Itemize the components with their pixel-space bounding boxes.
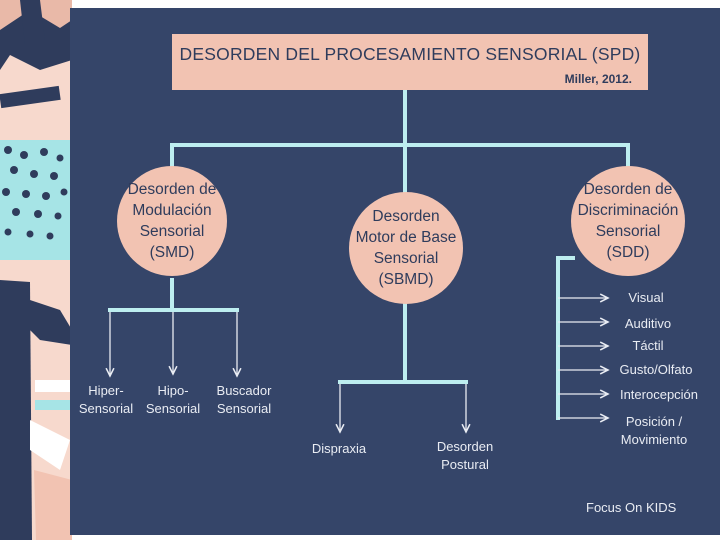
- leaf-auditivo: Auditivo: [624, 316, 672, 331]
- leaf-tactil: Táctil: [632, 338, 664, 353]
- leaf-hiper-sensorial: Hiper-Sensorial: [78, 383, 134, 416]
- leaf-buscador-sensorial: Buscador Sensorial: [216, 383, 272, 416]
- leaf-visual: Visual: [628, 290, 664, 305]
- node-sbmd-label: Desorden Motor de Base Sensorial (SBMD): [355, 208, 457, 288]
- title-box: DESORDEN DEL PROCESAMIENTO SENSORIAL (SP…: [172, 34, 648, 90]
- diagram-title: DESORDEN DEL PROCESAMIENTO SENSORIAL (SP…: [179, 44, 641, 64]
- leaf-gusto-olfato: Gusto/Olfato: [619, 362, 693, 377]
- leaf-desorden-postural: Desorden Postural: [436, 439, 494, 472]
- leaf-dispraxia: Dispraxia: [311, 441, 367, 456]
- footer-credit: Focus On KIDS: [586, 500, 677, 515]
- node-smd-label: Desorden de Modulación Sensorial (SMD): [127, 181, 217, 261]
- node-sdd: Desorden de Discriminación Sensorial (SD…: [571, 166, 685, 276]
- leaf-posicion-movimiento: Posición / Movimiento: [620, 414, 688, 447]
- leaf-hipo-sensorial: Hipo-Sensorial: [145, 383, 201, 416]
- leaf-interocepcion: Interocepción: [619, 387, 699, 402]
- node-sbmd: Desorden Motor de Base Sensorial (SBMD): [349, 192, 463, 304]
- node-sdd-label: Desorden de Discriminación Sensorial (SD…: [577, 181, 679, 261]
- node-smd: Desorden de Modulación Sensorial (SMD): [117, 166, 227, 276]
- author-citation: Miller, 2012.: [564, 72, 632, 86]
- decorative-brush-art: [0, 0, 72, 540]
